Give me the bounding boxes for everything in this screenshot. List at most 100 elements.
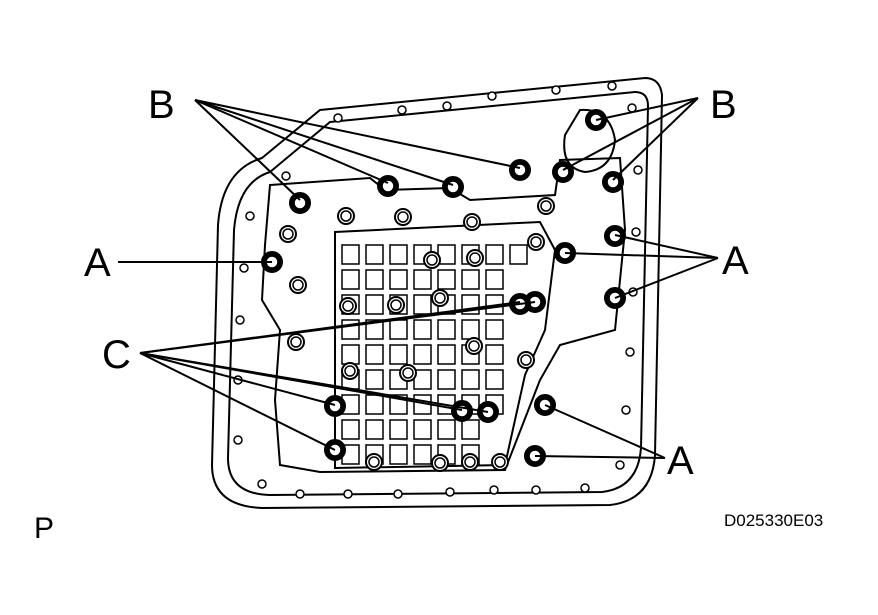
bolt-center: [290, 336, 302, 348]
passage-window: [365, 369, 384, 390]
bolt: [423, 251, 441, 269]
bolt: [365, 453, 383, 471]
bolt-center: [390, 299, 402, 311]
called-bolt: [289, 192, 311, 214]
bolt: [387, 296, 405, 314]
callout-a-left: A: [84, 241, 111, 285]
bolt-center: [530, 236, 542, 248]
bolt-center: [368, 456, 380, 468]
gasket-hole: [235, 315, 245, 325]
caption-p: P: [34, 512, 54, 545]
passage-window: [413, 344, 432, 365]
bolt-center: [434, 457, 446, 469]
passage-window: [413, 269, 432, 290]
bolt: [431, 289, 449, 307]
passage-window: [365, 394, 384, 415]
gasket-hole: [295, 489, 305, 499]
passage-window: [341, 419, 360, 440]
bolt-center: [606, 175, 620, 189]
passage-window: [389, 444, 408, 465]
called-bolt: [324, 439, 346, 461]
bolt-center: [328, 399, 342, 413]
bolt-center: [381, 179, 395, 193]
callout-a-right-upper: A: [722, 239, 749, 283]
bolt: [466, 249, 484, 267]
passage-window: [365, 419, 384, 440]
figure-id: D025330E03: [724, 511, 823, 530]
callout-c-left: C: [102, 333, 131, 377]
gasket-hole: [615, 460, 625, 470]
gasket-hole: [257, 479, 267, 489]
gasket-hole: [442, 101, 452, 111]
bolt: [339, 297, 357, 315]
gasket-hole: [489, 485, 499, 495]
gasket-hole: [487, 91, 497, 101]
passage-window: [413, 319, 432, 340]
gasket-hole: [445, 487, 455, 497]
passage-window: [461, 419, 480, 440]
called-bolt: [451, 400, 473, 422]
gasket-hole: [531, 485, 541, 495]
bolt-center: [434, 292, 446, 304]
passage-window: [341, 344, 360, 365]
bolt: [465, 337, 483, 355]
bolt: [527, 233, 545, 251]
passage-window: [389, 394, 408, 415]
bolt-center: [513, 163, 527, 177]
gasket-hole: [621, 405, 631, 415]
bolt: [287, 333, 305, 351]
bolt-center: [520, 354, 532, 366]
bolt-center: [344, 365, 356, 377]
called-bolt: [509, 159, 531, 181]
bolt-center: [292, 279, 304, 291]
bolt-center: [464, 456, 476, 468]
valve-passage-grid: [341, 244, 528, 465]
bolt-center: [466, 216, 478, 228]
passage-window: [365, 344, 384, 365]
bolt: [337, 207, 355, 225]
gasket-hole: [625, 347, 635, 357]
callout-b-left: B: [148, 83, 175, 127]
bolt-center: [469, 252, 481, 264]
callout-b-right: B: [710, 83, 737, 127]
passage-window: [437, 419, 456, 440]
gasket-hole: [551, 85, 561, 95]
gasket-hole: [343, 489, 353, 499]
passage-window: [437, 344, 456, 365]
passage-window: [389, 319, 408, 340]
bolt: [289, 276, 307, 294]
callout-a-right-lower: A: [667, 439, 694, 483]
bolt: [341, 362, 359, 380]
passage-window: [389, 244, 408, 265]
bolt: [431, 454, 449, 472]
bolt-center: [402, 367, 414, 379]
passage-window: [413, 444, 432, 465]
bolt: [491, 453, 509, 471]
bolt-center: [397, 211, 409, 223]
gasket-hole: [397, 105, 407, 115]
bolt: [394, 208, 412, 226]
passage-window: [365, 294, 384, 315]
called-bolt: [552, 161, 574, 183]
gasket-hole: [233, 435, 243, 445]
gasket-hole: [580, 483, 590, 493]
passage-window: [389, 269, 408, 290]
gasket-hole: [607, 81, 617, 91]
bolt-center: [293, 196, 307, 210]
called-bolt: [324, 395, 346, 417]
passage-window: [413, 419, 432, 440]
gasket-hole: [633, 165, 643, 175]
passage-window: [485, 369, 504, 390]
passage-window: [437, 369, 456, 390]
passage-window: [461, 319, 480, 340]
bolt: [461, 453, 479, 471]
passage-window: [509, 244, 528, 265]
passage-window: [485, 244, 504, 265]
bolt: [279, 225, 297, 243]
gasket-hole: [393, 489, 403, 499]
called-bolt: [602, 171, 624, 193]
passage-window: [389, 344, 408, 365]
bolt: [399, 364, 417, 382]
passage-window: [413, 294, 432, 315]
